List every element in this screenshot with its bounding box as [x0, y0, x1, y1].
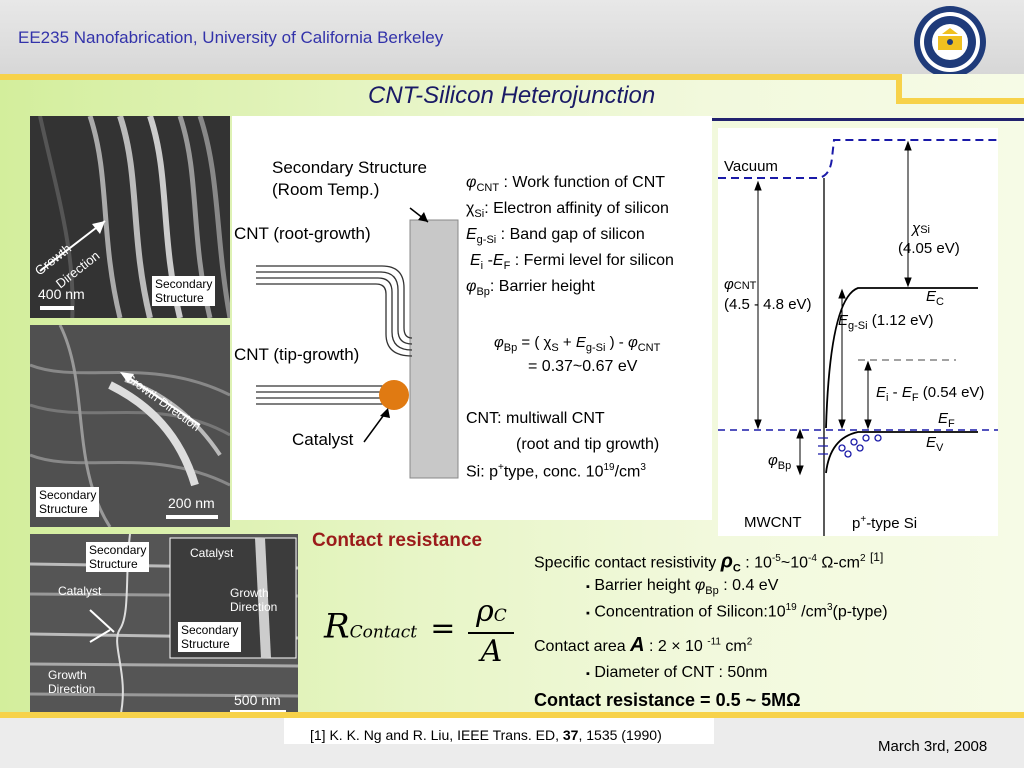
def-ei-ef: Ei -EF : Fermi level for silicon [470, 252, 674, 273]
def-equation-line1: φBp = ( χS + Eg-Si ) - φCNT [494, 334, 661, 354]
contact-heading: Contact resistance [312, 530, 483, 551]
band-mwcnt: MWCNT [744, 514, 802, 531]
contact-bullet-diameter: ▪ Diameter of CNT : 50nm [586, 664, 768, 681]
band-ef: EF [938, 410, 955, 430]
def-si-type: Si: p+type, conc. 1019/cm3 [466, 462, 646, 481]
cnt-growth-schematic [256, 207, 459, 479]
def-phi-bp: φBp: Barrier height [466, 278, 595, 299]
accent-bar-right [896, 98, 1024, 104]
sem-inset-catalyst: Catalyst [190, 546, 234, 560]
band-chi: χSi [912, 220, 930, 237]
band-chi-value: (4.05 eV) [898, 240, 960, 257]
band-ev: EV [926, 434, 944, 454]
sem-top-scale: 400 nm [38, 286, 85, 302]
contact-fraction: ρC A [468, 596, 515, 670]
schematic-secondary-structure: Secondary Structure [272, 158, 427, 177]
band-eg: Eg-Si (1.12 eV) [838, 312, 934, 332]
contact-area: Contact area A : 2 × 10 -11 cm2 [534, 634, 753, 656]
schematic-tip-growth: CNT (tip-growth) [234, 345, 360, 364]
def-chi-si: χSi: Electron affinity of silicon [466, 200, 669, 221]
sem-middle-secondary: Secondary Structure [36, 487, 100, 517]
band-phi-bp: φBp [768, 452, 792, 472]
accent-bar-vertical [896, 74, 902, 104]
band-vacuum: Vacuum [724, 158, 778, 175]
contact-bullet-barrier: ▪ Barrier height φBp : 0.4 eV [586, 577, 779, 598]
band-ptype: p+-type Si [852, 514, 918, 532]
band-ec: EC [926, 288, 944, 308]
sem-image-top: Growth Direction 400 nm Secondary Struct… [30, 116, 230, 318]
band-diagram-panel [718, 128, 998, 536]
uc-berkeley-seal-icon [914, 6, 986, 78]
band-diagram [718, 139, 998, 536]
sem-bottom-secondary: Secondary Structure [86, 542, 150, 572]
def-cnt-growth: (root and tip growth) [516, 436, 660, 453]
sem-bottom-growth: Growth Direction [48, 668, 96, 696]
contact-formula: RContact = ρC A [324, 596, 515, 670]
reference-box [284, 718, 714, 744]
schematic-root-growth: CNT (root-growth) [234, 224, 371, 243]
sem-inset-growth: Growth Direction [230, 586, 278, 614]
bottom-accent-bar [0, 712, 1024, 718]
sem-middle-scalebar [166, 515, 218, 519]
slide-date: March 3rd, 2008 [878, 738, 988, 755]
reference-citation: [1] K. K. Ng and R. Liu, IEEE Trans. ED,… [310, 727, 662, 743]
sem-top-secondary: Secondary Structure [152, 276, 216, 306]
contact-bullet-concentration: ▪ Concentration of Silicon:1019 /cm3(p-t… [586, 602, 888, 621]
header-bar [0, 0, 1024, 74]
sem-middle-scale: 200 nm [168, 495, 215, 511]
sem-bottom-catalyst: Catalyst [58, 584, 102, 598]
sem-bottom-scale: 500 nm [234, 692, 281, 708]
schematic-panel [232, 116, 712, 520]
schematic-catalyst: Catalyst [292, 430, 354, 449]
course-title: EE235 Nanofabrication, University of Cal… [18, 28, 444, 47]
def-equation-line2: = 0.37~0.67 eV [528, 358, 638, 375]
def-phi-cnt: φCNT : Work function of CNT [466, 174, 666, 195]
band-ei-ef: Ei - EF (0.54 eV) [876, 384, 985, 404]
contact-specific: Specific contact resistivity ρC : 10-5~1… [534, 550, 884, 575]
sem-image-middle: Growth Direction Secondary Structure 200… [30, 325, 230, 527]
band-phi-value: (4.5 - 4.8 eV) [724, 296, 812, 313]
slide-title: CNT-Silicon Heterojunction [368, 82, 656, 109]
sem-inset-secondary: Secondary Structure [178, 622, 242, 652]
fraction-bar [468, 632, 515, 634]
def-eg-si: Eg-Si : Band gap of silicon [466, 226, 645, 247]
band-phi-cnt: φCNT [724, 276, 757, 293]
sem-top-scalebar [40, 306, 74, 310]
sem-image-bottom: Secondary Structure Catalyst Growth Dire… [30, 534, 298, 718]
top-accent-bar [0, 74, 900, 80]
schematic-room-temp: (Room Temp.) [272, 180, 380, 199]
contact-result: Contact resistance = 0.5 ~ 5MΩ [534, 690, 801, 710]
def-cnt-type: CNT: multiwall CNT [466, 410, 605, 427]
